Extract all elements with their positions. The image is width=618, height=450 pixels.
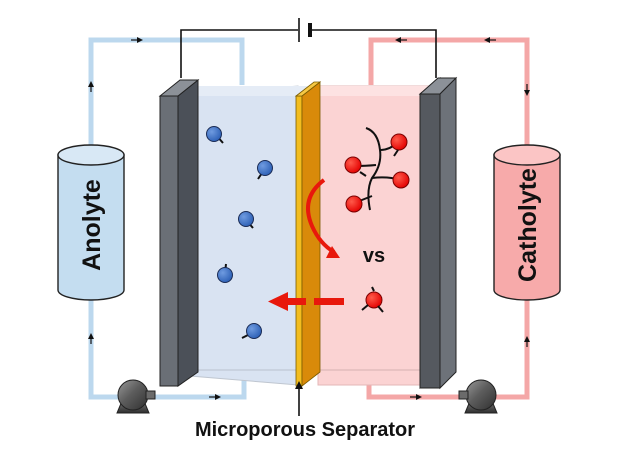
red-molecule: [390, 133, 408, 151]
external-circuit: [180, 18, 437, 78]
blue-molecule: [206, 126, 224, 144]
anolyte-flow-arrow-up-2: [88, 333, 94, 339]
anolyte-tank: Anolyte: [57, 144, 125, 301]
red-molecule-monomer: [361, 286, 384, 313]
catholyte-flow-arrow-left-2: [484, 37, 490, 43]
pump-icon: [458, 379, 498, 414]
crossover-blocked-arrow: [306, 178, 340, 258]
catholyte-flow-arrow-right-3: [416, 394, 422, 400]
catholyte-label: Catholyte: [514, 168, 542, 282]
blue-molecule: [238, 211, 254, 229]
battery-icon: [298, 18, 312, 42]
blue-molecule: [257, 160, 273, 180]
anolyte-flow-arrow-right-1: [137, 37, 143, 43]
anolyte-molecules: [206, 126, 273, 339]
anolyte-flow-arrow-up-1: [88, 81, 94, 87]
flow-cell: [158, 76, 458, 390]
microporous-separator: [294, 81, 322, 387]
separator-callout: Microporous Separator: [195, 381, 415, 441]
blue-molecule: [241, 323, 262, 339]
catholyte-flow-arrow-down-1: [524, 90, 530, 96]
catholyte-flow-arrow-left-1: [395, 37, 401, 43]
cathode-electrode: [418, 76, 458, 390]
red-molecule: [345, 195, 363, 213]
anolyte-label: Anolyte: [78, 179, 106, 271]
pump-icon: [116, 379, 156, 414]
anolyte-pipe-top: [88, 37, 245, 145]
red-molecule: [392, 171, 410, 189]
up-arrow-icon: [295, 381, 303, 389]
vs-label: vs: [363, 245, 385, 267]
separator-label: Microporous Separator: [195, 419, 415, 441]
anolyte-loop: [88, 37, 247, 400]
catholyte-flow-arrow-up-2: [524, 336, 530, 342]
anolyte-flow-arrow-right-2: [215, 394, 221, 400]
catholyte-oligomer: [344, 127, 410, 213]
anolyte-pipe-bottom: [88, 300, 247, 400]
catholyte-tank: Catholyte: [493, 144, 561, 301]
anode-electrode: [158, 78, 200, 387]
blue-molecule: [217, 263, 233, 283]
crossover-arrow: [268, 292, 344, 311]
red-molecule: [344, 156, 362, 174]
